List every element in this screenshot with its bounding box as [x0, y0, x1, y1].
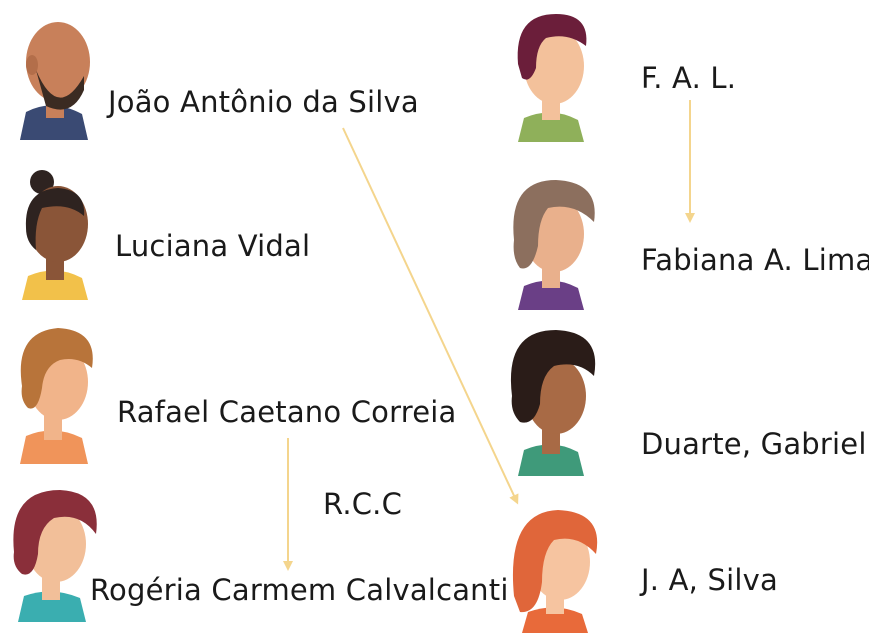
avatar-luciana [22, 170, 88, 300]
avatar-ja [512, 510, 598, 633]
avatar-rogeria [13, 490, 97, 622]
name-luciana: Luciana Vidal [115, 229, 311, 263]
avatar-joao [20, 22, 90, 140]
name-fabiana: Fabiana A. Lima [641, 243, 869, 277]
name-joao: João Antônio da Silva [108, 85, 419, 119]
name-fal: F. A. L. [641, 61, 737, 95]
name-duarte: Duarte, Gabriel [641, 427, 867, 461]
name-rogeria: Rogéria Carmem Calvalcanti [90, 573, 509, 607]
avatar-rafael [20, 328, 93, 464]
avatar-fal [517, 14, 587, 142]
avatar-fabiana [513, 180, 595, 310]
shirt-shape [20, 105, 88, 140]
arrow-joao-to-ja [342, 127, 519, 505]
name-rafael: Rafael Caetano Correia [117, 395, 457, 429]
label-rcc: R.C.C [323, 487, 403, 521]
avatar-duarte [510, 330, 596, 476]
name-ja: J. A, Silva [641, 563, 778, 597]
